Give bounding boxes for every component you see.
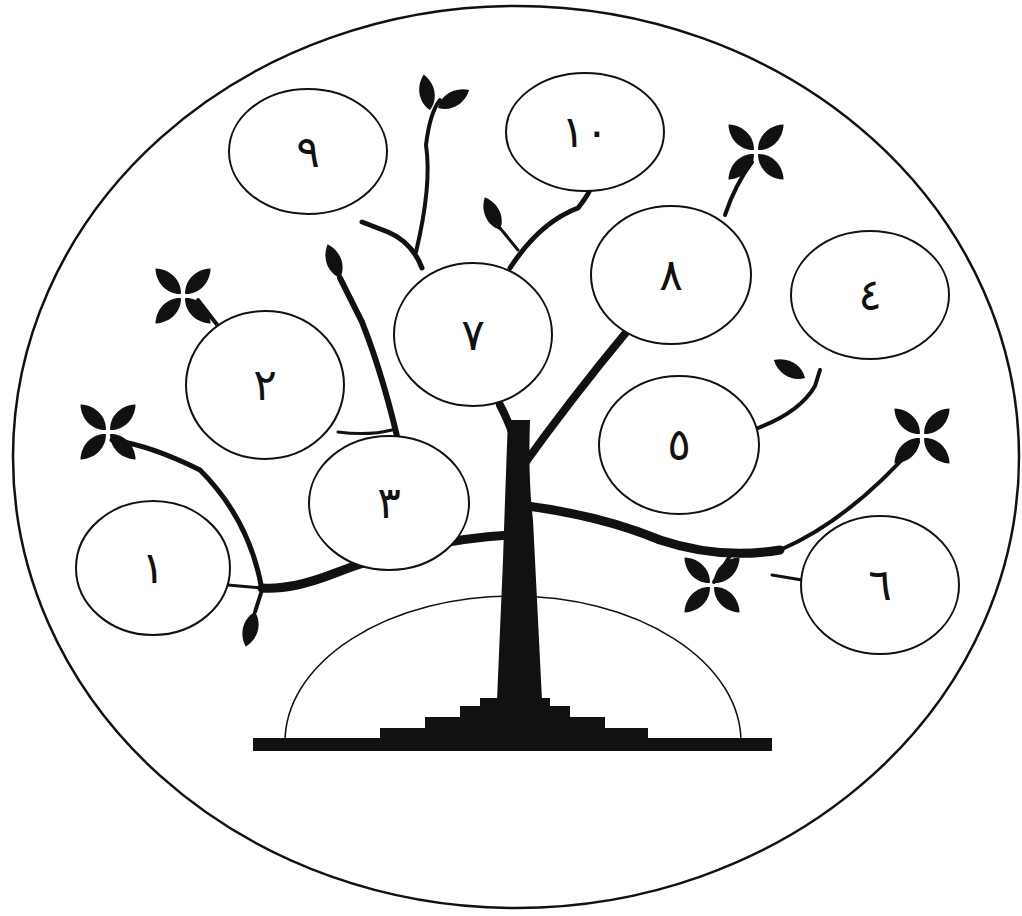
number-circle: ٤	[790, 230, 950, 360]
tree-trunk	[497, 420, 542, 700]
tree-base	[253, 698, 772, 751]
circle-number: ٤	[858, 273, 882, 317]
circle-number: ١	[141, 546, 165, 590]
outer-frame	[13, 6, 1019, 908]
circle-number: ٨	[659, 253, 683, 297]
number-circle: ٢	[185, 310, 345, 460]
circle-number: ٧	[461, 313, 485, 357]
circle-number: ٦	[868, 563, 892, 607]
circle-number: ٣	[377, 481, 401, 525]
number-circle: ٥	[598, 375, 760, 515]
number-circle: ٨	[590, 205, 752, 345]
number-circle: ١٠	[505, 72, 665, 192]
number-circle: ١	[75, 500, 231, 636]
tree-branches	[112, 100, 918, 612]
circle-number: ٩	[296, 130, 320, 174]
number-circle: ٦	[800, 515, 960, 655]
number-circle: ٩	[228, 88, 388, 215]
circle-number: ٢	[253, 363, 277, 407]
circle-number: ٥	[667, 423, 691, 467]
number-circle: ٣	[308, 435, 470, 571]
number-circle: ٧	[393, 262, 553, 407]
circle-number: ١٠	[561, 110, 608, 154]
